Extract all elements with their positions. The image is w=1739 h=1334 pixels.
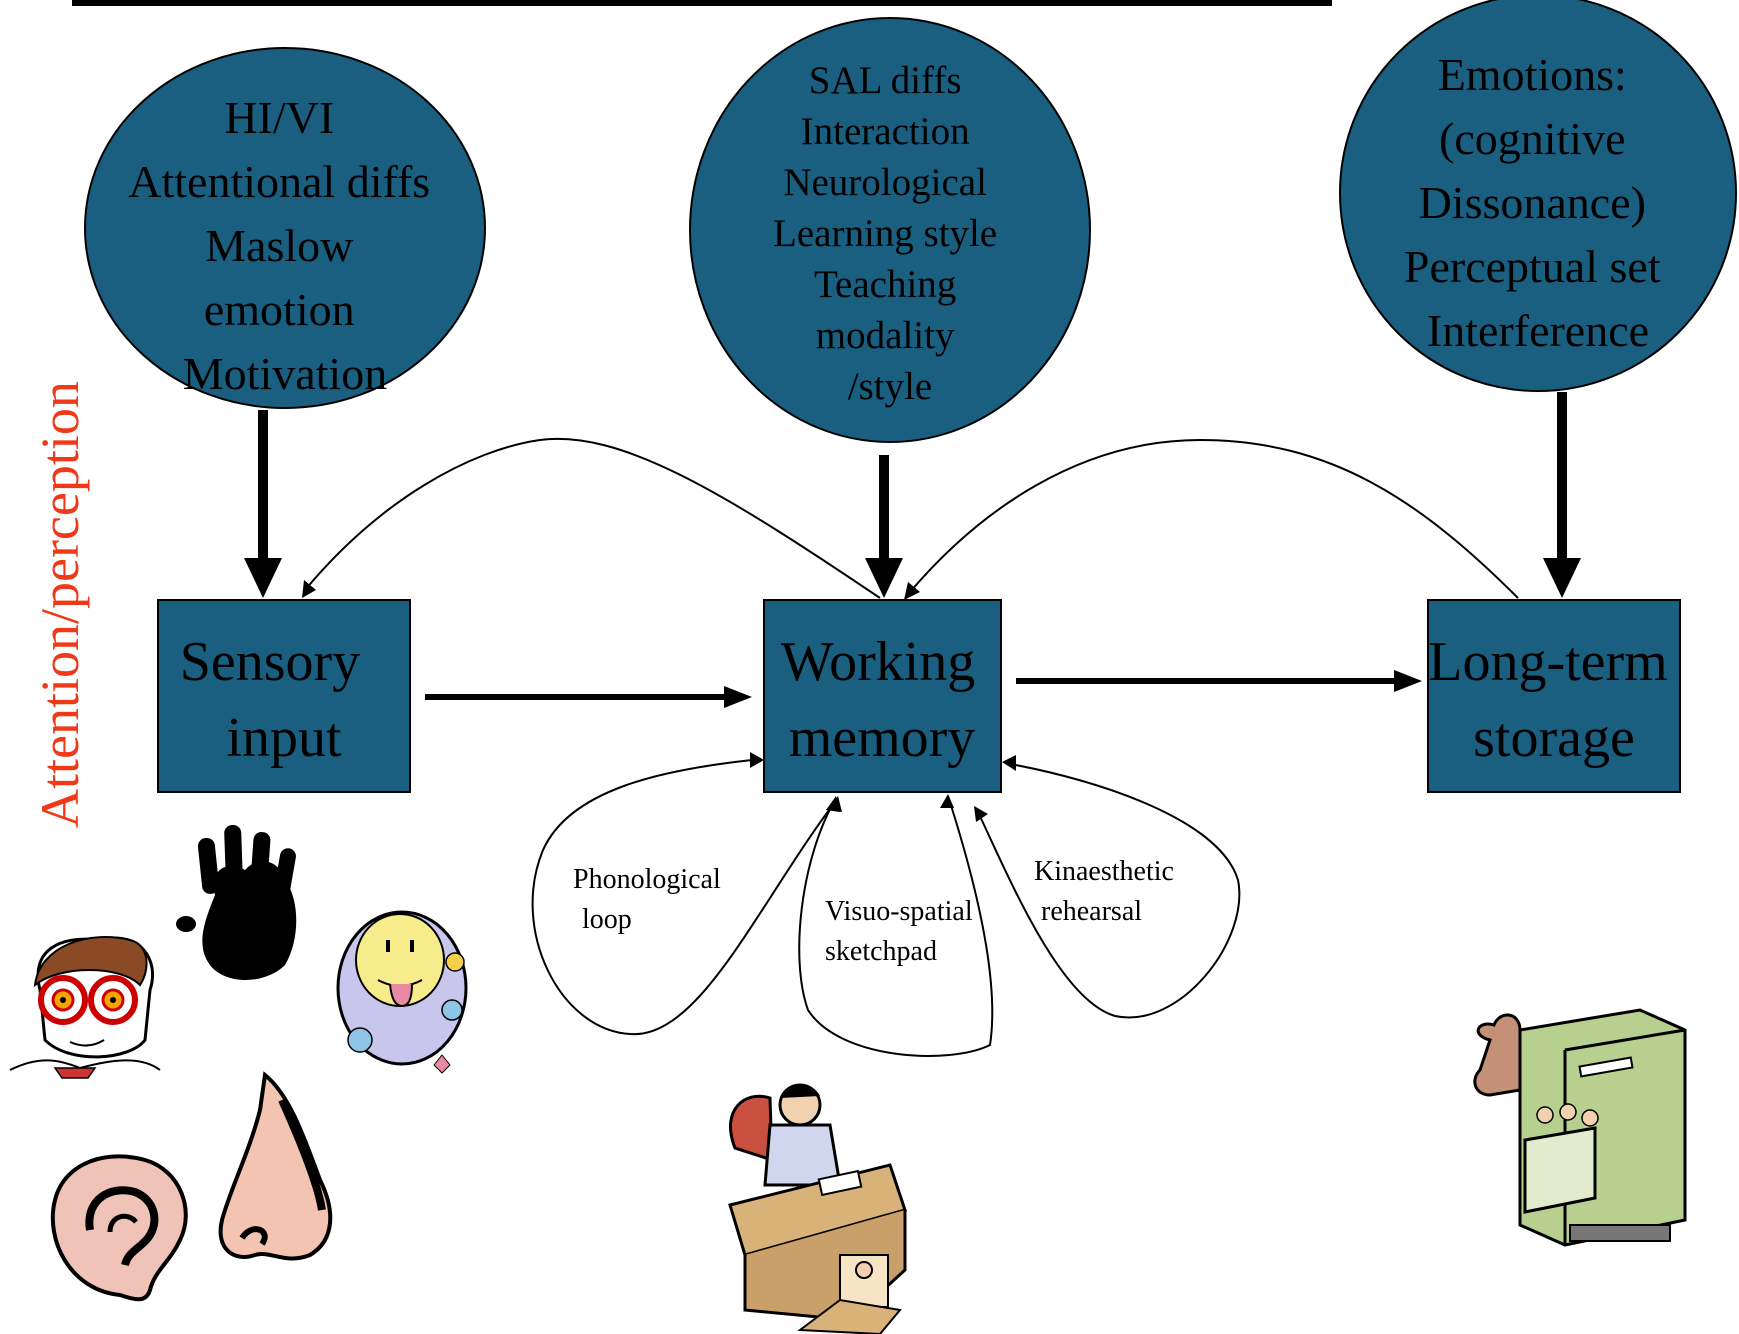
- title-underline: [72, 0, 1332, 6]
- loop-line: rehearsal: [1041, 896, 1142, 927]
- smiley-tongue-icon: [336, 910, 468, 1074]
- svg-text:Working memory: Working memory: [781, 631, 990, 769]
- influence-line: emotion: [204, 284, 355, 335]
- influence-line: SAL diffs: [809, 59, 962, 102]
- influence-line: Teaching: [814, 263, 956, 306]
- box-line: storage: [1473, 707, 1635, 769]
- box-sensory-input: Sensory input: [157, 599, 411, 793]
- svg-text:SAL diffs Interaction: SAL diffs Interaction Neurological Learn…: [773, 59, 1007, 408]
- nose-icon: [218, 1071, 333, 1261]
- box-line: memory: [789, 707, 976, 769]
- feedback-curve-working-to-sensory: [302, 438, 881, 599]
- influence-line: (cognitive: [1439, 113, 1626, 164]
- svg-text:Visuo-spatial sketchpad: Visuo-spatial sketchpad: [825, 896, 980, 967]
- loop-visuo-spatial: Visuo-spatial sketchpad: [798, 794, 994, 1057]
- influence-line: Maslow: [205, 220, 354, 271]
- svg-text:Phonological loop: Phonological loop: [573, 864, 728, 935]
- influence-line: Emotions:: [1438, 49, 1627, 100]
- influence-line: Interaction: [801, 110, 970, 153]
- influence-line: Learning style: [773, 212, 997, 255]
- eyes-clipart-icon: [9, 936, 161, 1079]
- influence-circle-longterm: Emotions: (cognitive Dissonance) Percept…: [1339, 0, 1737, 392]
- box-line: Working: [781, 631, 976, 693]
- influence-line: Neurological: [783, 161, 987, 204]
- loop-line: Phonological: [573, 864, 721, 895]
- flow-arrow-sensory-to-working: [425, 686, 752, 708]
- flow-arrow-working-to-longterm: [1016, 670, 1422, 692]
- influence-circle-sensory: HI/VI Attentional diffs Maslow emotion M…: [84, 47, 486, 409]
- feedback-curve-longterm-to-working: [904, 438, 1519, 600]
- side-label-attention-perception: Attention/perception: [30, 381, 90, 828]
- office-worker-desk-icon: [728, 1083, 907, 1334]
- svg-text:HI/VI Attentional diffs: HI/VI Attentional diffs Maslow emotion M…: [128, 92, 441, 399]
- svg-text:Kinaesthetic rehearsal: Kinaesthetic rehearsal: [1034, 856, 1181, 927]
- loop-kinaesthetic: Kinaesthetic rehearsal: [974, 755, 1241, 1019]
- box-line: Long-term: [1428, 631, 1667, 693]
- box-long-term-storage: Long-term storage: [1427, 599, 1681, 793]
- box-working-memory: Working memory: [763, 599, 1002, 793]
- svg-text:Sensory input: Sensory input: [180, 631, 374, 769]
- loop-line: sketchpad: [825, 936, 937, 967]
- box-line: input: [226, 707, 342, 769]
- influence-arrow-longterm: [1543, 392, 1581, 598]
- influence-arrow-sensory: [244, 410, 282, 598]
- svg-text:Long-term storage: Long-term storage: [1428, 631, 1681, 769]
- influence-line: HI/VI: [224, 92, 334, 143]
- influence-line: /style: [848, 365, 933, 408]
- svg-text:Emotions: (cognitive: Emotions: (cognitive Dissonance) Percept…: [1404, 49, 1672, 356]
- influence-line: modality: [816, 314, 955, 357]
- hand-print-icon: [176, 824, 297, 980]
- influence-circle-working: SAL diffs Interaction Neurological Learn…: [689, 17, 1091, 443]
- ear-icon: [50, 1154, 188, 1302]
- influence-line: Attentional diffs: [128, 156, 430, 207]
- loop-line: loop: [582, 904, 632, 935]
- box-line: Sensory: [180, 631, 360, 693]
- influence-line: Perceptual set: [1404, 241, 1661, 292]
- influence-arrow-working: [865, 455, 903, 598]
- influence-line: Interference: [1427, 305, 1649, 356]
- loop-line: Visuo-spatial: [825, 896, 973, 927]
- influence-line: Motivation: [183, 348, 387, 399]
- influence-line: Dissonance): [1419, 177, 1646, 228]
- loop-line: Kinaesthetic: [1034, 856, 1174, 887]
- loop-phonological: Phonological loop: [531, 752, 842, 1036]
- filing-cabinet-icon: [1473, 1008, 1687, 1247]
